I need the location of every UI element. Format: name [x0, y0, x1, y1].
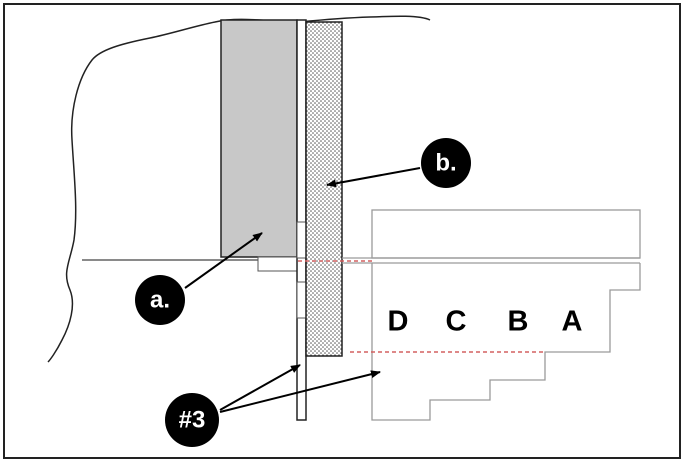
callout-label-b: b.	[435, 149, 456, 176]
shaded-block-ledge	[257, 256, 298, 272]
callout-label-a: a.	[150, 286, 170, 313]
shaded-block-a	[220, 19, 298, 258]
leader-arrow-ref-right	[219, 370, 381, 413]
step-label-b: B	[508, 306, 529, 338]
wall-step-upper	[296, 221, 307, 259]
leader-arrow-a	[184, 232, 263, 289]
callout-badge-b: b.	[421, 138, 471, 188]
step-label-c: C	[446, 306, 467, 338]
diagram-frame	[3, 3, 681, 459]
thin-wall-strip	[296, 19, 307, 421]
wall-step-lower	[296, 281, 307, 319]
leader-arrow-ref-left	[219, 364, 301, 411]
step-label-a: A	[562, 306, 583, 338]
stepped-structure	[342, 209, 641, 421]
leader-arrow-b	[326, 167, 421, 188]
callout-badge-a: a.	[135, 275, 185, 325]
callout-label-ref: #3	[179, 406, 206, 433]
callout-badge-ref: #3	[165, 393, 219, 447]
step-label-d: D	[388, 306, 409, 338]
ground-outline	[47, 15, 431, 363]
dotted-board-b	[305, 21, 343, 357]
